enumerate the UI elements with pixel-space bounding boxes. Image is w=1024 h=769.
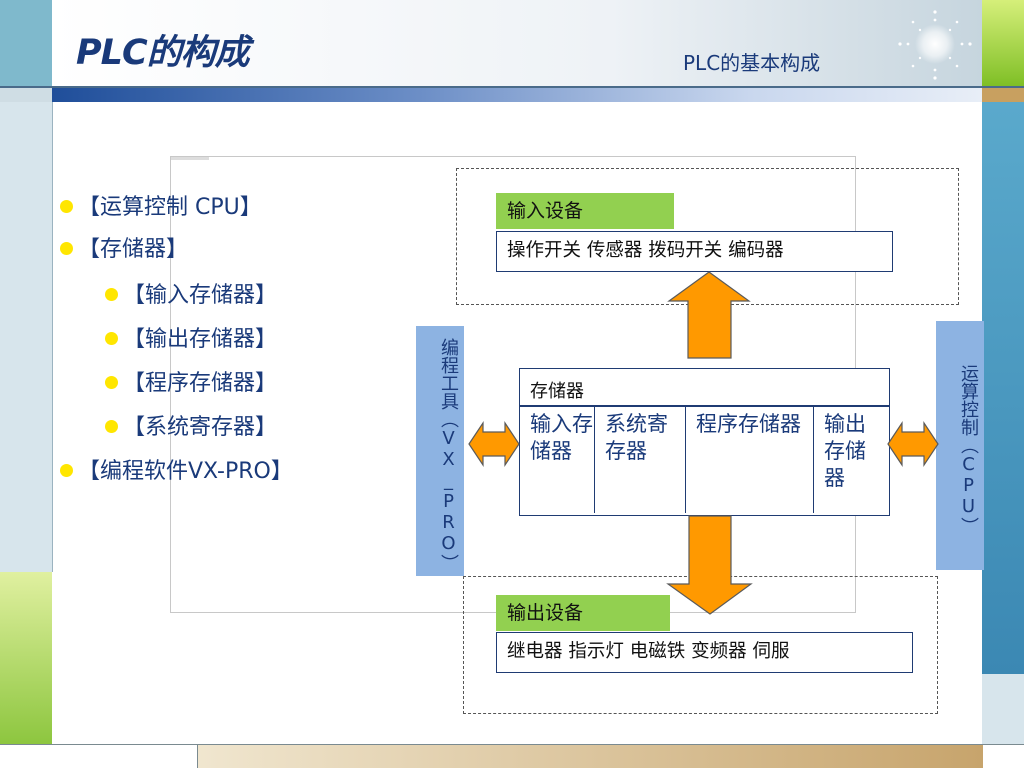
right-double-arrow-icon xyxy=(887,421,939,467)
slide-subtitle: PLC的基本构成 xyxy=(683,51,821,75)
footer-band xyxy=(197,745,983,768)
sparkle-decoration xyxy=(898,10,972,80)
bullet-text: 【输入存储器】 xyxy=(123,283,278,308)
header-background xyxy=(52,0,982,86)
sub-bullet-item: 【输入存储器】 xyxy=(105,284,277,308)
left-column-bottom xyxy=(0,744,52,769)
bullet-text: 【程序存储器】 xyxy=(123,371,278,396)
bullet-text: 【编程软件VX-PRO】 xyxy=(78,459,293,484)
header-band-left xyxy=(0,88,52,102)
left-column-lower xyxy=(0,572,52,744)
slide-title: PLC的构成 xyxy=(76,33,250,73)
input-device-list: 操作开关 传感器 拨码开关 编码器 xyxy=(496,231,893,272)
bullet-item: 【编程软件VX-PRO】 xyxy=(60,460,293,484)
bullet-item: 【运算控制 CPU】 xyxy=(60,196,262,220)
right-column-bottom xyxy=(982,744,1024,769)
memory-cell-system: 系统寄存器 xyxy=(595,406,686,513)
output-device-label: 输出设备 xyxy=(496,595,670,631)
memory-cell-output: 输出存储器 xyxy=(824,412,866,490)
memory-divider xyxy=(520,405,889,407)
bullet-item: 【存储器】 xyxy=(60,238,188,262)
memory-title: 存储器 xyxy=(530,381,584,402)
bullet-dot-icon xyxy=(60,242,73,255)
bullet-text: 【运算控制 CPU】 xyxy=(78,195,262,220)
bullet-dot-icon xyxy=(60,200,73,213)
footer-rule xyxy=(52,744,982,745)
right-column-upper xyxy=(982,102,1024,674)
header-rule xyxy=(0,86,1024,88)
bullet-dot-icon xyxy=(105,376,118,389)
memory-cell-program: 程序存储器 xyxy=(686,406,814,513)
bullet-dot-icon xyxy=(105,420,118,433)
sub-bullet-item: 【系统寄存器】 xyxy=(105,416,277,440)
placeholder-marker xyxy=(171,157,209,160)
header-band xyxy=(52,88,982,102)
footer-light xyxy=(52,745,197,768)
memory-cell-input: 输入存储器 xyxy=(520,406,595,513)
cpu-bar: 运算控制（CPU） xyxy=(936,321,984,570)
header-band-right xyxy=(982,88,1024,102)
bullet-dot-icon xyxy=(60,464,73,477)
frame-top-right-block xyxy=(982,0,1024,86)
input-device-label: 输入设备 xyxy=(496,193,674,229)
left-column-upper xyxy=(0,102,53,572)
memory-block: 存储器 输入存储器 系统寄存器 程序存储器 输出存储器 xyxy=(519,368,890,516)
bullet-text: 【系统寄存器】 xyxy=(123,415,278,440)
frame-top-left-block xyxy=(0,0,52,86)
bullet-dot-icon xyxy=(105,288,118,301)
programming-tool-bar: 编程工具（VX_PRO） xyxy=(416,326,464,576)
bullet-text: 【输出存储器】 xyxy=(123,327,278,352)
output-device-list: 继电器 指示灯 电磁铁 变频器 伺服 xyxy=(496,632,913,673)
right-column-mid xyxy=(982,674,1024,744)
bullet-dot-icon xyxy=(105,332,118,345)
bullet-text: 【存储器】 xyxy=(78,237,189,262)
sub-bullet-item: 【程序存储器】 xyxy=(105,372,277,396)
sub-bullet-item: 【输出存储器】 xyxy=(105,328,277,352)
